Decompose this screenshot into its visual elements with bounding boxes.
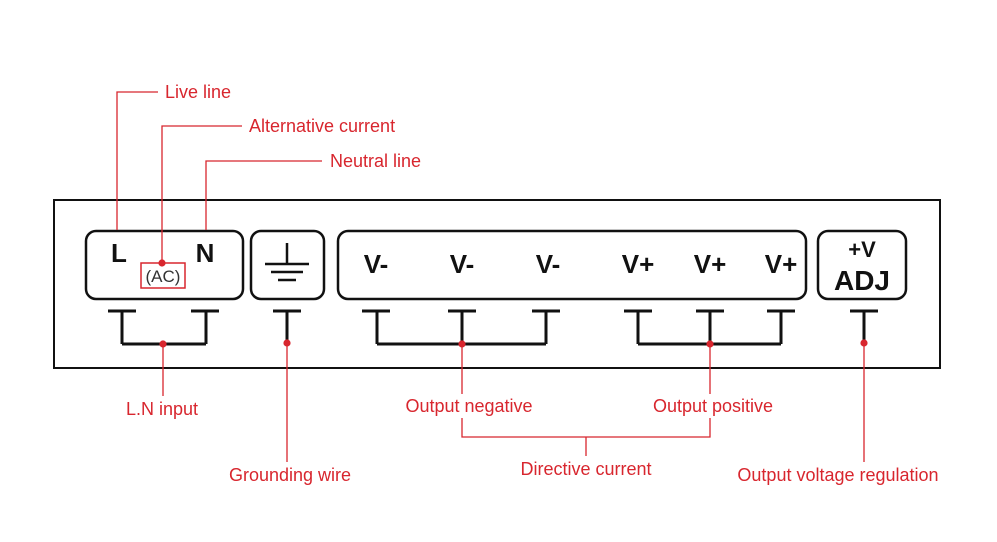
dot-vpos bbox=[706, 340, 714, 348]
annotation-leaders bbox=[116, 91, 865, 462]
terminal-vneg-3: V- bbox=[536, 249, 561, 279]
terminal-adj-bottom: ADJ bbox=[834, 265, 890, 296]
terminal-vpos-1: V+ bbox=[622, 249, 655, 279]
terminal-l: L bbox=[111, 238, 127, 268]
label-live-line: Live line bbox=[165, 82, 231, 102]
label-neutral-line: Neutral line bbox=[330, 151, 421, 171]
label-directive-current: Directive current bbox=[520, 459, 651, 479]
annotation-dots bbox=[158, 259, 868, 348]
terminal-vneg-1: V- bbox=[364, 249, 389, 279]
terminal-n: N bbox=[196, 238, 215, 268]
label-output-voltage-regulation: Output voltage regulation bbox=[737, 465, 938, 485]
dot-adj bbox=[860, 339, 868, 347]
adj-terminal-box bbox=[816, 229, 908, 301]
dot-ln bbox=[159, 340, 167, 348]
terminal-vneg-2: V- bbox=[450, 249, 475, 279]
label-alternative-current: Alternative current bbox=[249, 116, 395, 136]
output-terminal-box bbox=[336, 229, 808, 301]
label-grounding-wire: Grounding wire bbox=[229, 465, 351, 485]
terminal-ac: (AC) bbox=[146, 267, 181, 286]
ground-icon bbox=[265, 243, 309, 282]
terminal-connectors bbox=[108, 309, 878, 346]
terminal-vpos-3: V+ bbox=[765, 249, 798, 279]
label-ln-input: L.N input bbox=[126, 399, 198, 419]
dot-ground bbox=[283, 339, 291, 347]
terminal-vpos-2: V+ bbox=[694, 249, 727, 279]
label-output-positive: Output positive bbox=[653, 396, 773, 416]
dot-ac bbox=[158, 259, 166, 267]
label-output-negative: Output negative bbox=[405, 396, 532, 416]
terminal-adj-top: +V bbox=[848, 237, 876, 262]
dot-vneg bbox=[458, 340, 466, 348]
